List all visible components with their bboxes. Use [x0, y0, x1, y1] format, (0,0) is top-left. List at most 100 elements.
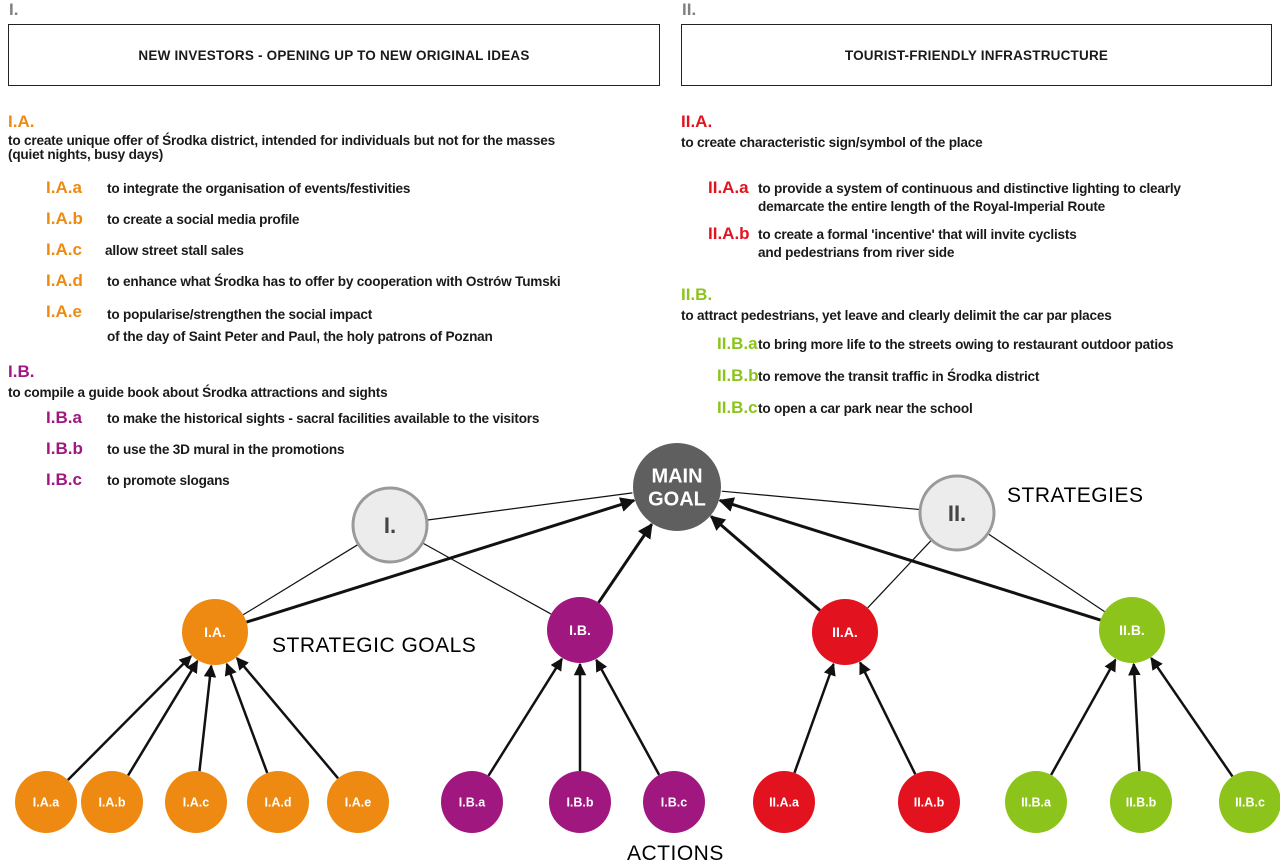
action-node-label: I.B.a [459, 796, 486, 810]
action-code: I.A.c [46, 240, 82, 259]
action-node-circle [1005, 771, 1067, 833]
strategy-ii-title: TOURIST-FRIENDLY INFRASTRUCTURE [844, 47, 1109, 63]
action-node-label: I.A.c [183, 796, 209, 810]
action-description: to create a formal 'incentive' that will… [758, 227, 1077, 260]
action-node: II.B.a [1005, 771, 1067, 833]
goal-code: I.B. [8, 362, 35, 381]
action-description: to remove the transit traffic in Środka … [758, 369, 1040, 384]
action-node-circle [81, 771, 143, 833]
arrow-action-to-goal [793, 662, 836, 774]
strategic-goal-node: I.B. [547, 597, 613, 663]
action-node-circle [753, 771, 815, 833]
action-node-label: I.B.b [566, 796, 593, 810]
action-node: I.B.b [549, 771, 611, 833]
action-node: II.A.a [753, 771, 815, 833]
action-description: to make the historical sights - sacral f… [107, 411, 540, 426]
action-node-circle [15, 771, 77, 833]
action-node-label: II.A.a [769, 796, 800, 810]
action-node-label: II.B.a [1021, 796, 1052, 810]
action-code: I.B.c [46, 470, 82, 489]
strategic-goal-node-circle [182, 599, 248, 665]
action-node-circle [643, 771, 705, 833]
action-node-label: I.A.a [33, 796, 60, 810]
strategy-node: I. [351, 486, 429, 564]
arrow-goal-to-main [246, 497, 636, 624]
action-code: I.A.d [46, 271, 83, 290]
arrow-action-to-goal [224, 662, 269, 774]
strategy-node: II. [918, 474, 996, 552]
action-code: I.A.a [46, 178, 82, 197]
strategic-goal-node-circle [547, 597, 613, 663]
edge-strategy-to-main [721, 490, 921, 511]
goal-description: to attract pedestrians, yet leave and cl… [681, 308, 1112, 323]
action-node: I.B.c [643, 771, 705, 833]
action-code: II.A.b [708, 224, 750, 243]
action-node-circle [1219, 771, 1280, 833]
strategic-goal-node-label: II.A. [832, 624, 858, 640]
action-code: I.A.b [46, 209, 83, 228]
action-description: to promote slogans [107, 473, 230, 488]
action-node-label: I.A.d [264, 796, 291, 810]
actions-label: ACTIONS [627, 842, 724, 862]
action-node-circle [898, 771, 960, 833]
action-node-circle [549, 771, 611, 833]
strategy-numeral-i: I. [9, 0, 19, 19]
strategy-i-title-box: NEW INVESTORS - OPENING UP TO NEW ORIGIN… [8, 24, 660, 86]
strategic-goal-node-label: II.B. [1119, 622, 1145, 638]
arrow-goal-to-main [718, 497, 1101, 622]
action-node: I.A.b [81, 771, 143, 833]
action-node-label: I.B.c [661, 796, 687, 810]
arrow-goal-to-main [709, 515, 821, 612]
strategic-goals-label: STRATEGIC GOALS [272, 634, 476, 657]
arrow-action-to-goal [235, 657, 340, 780]
strategic-goal-node-label: I.A. [204, 624, 226, 640]
arrow-goal-to-main [597, 522, 653, 604]
action-description: to enhance what Środka has to offer by c… [107, 274, 561, 289]
action-node: II.B.b [1110, 771, 1172, 833]
action-node-label: II.B.c [1235, 796, 1265, 810]
arrow-action-to-goal [487, 657, 563, 777]
strategy-numeral-ii: II. [682, 0, 697, 19]
arrow-action-to-goal [1050, 658, 1117, 776]
action-description: to provide a system of continuous and di… [758, 181, 1181, 214]
action-node-label: I.A.b [98, 796, 125, 810]
edge-goal-to-strategy [867, 540, 932, 609]
strategy-node-label: I. [384, 513, 396, 538]
goal-description: to compile a guide book about Środka att… [8, 385, 388, 400]
edge-goal-to-strategy [422, 542, 552, 615]
action-node-label: II.B.b [1126, 796, 1157, 810]
action-node: I.A.c [165, 771, 227, 833]
edge-goal-to-strategy [988, 533, 1105, 613]
strategic-goal-node-circle [812, 599, 878, 665]
action-node: I.A.d [247, 771, 309, 833]
action-description: to popularise/strengthen the social impa… [107, 307, 493, 344]
strategy-node-circle [918, 474, 996, 552]
action-node-circle [1110, 771, 1172, 833]
action-code: II.A.a [708, 178, 749, 197]
goal-code: II.B. [681, 285, 713, 304]
goal-code: II.A. [681, 112, 713, 131]
strategies-label: STRATEGIES [1007, 484, 1143, 507]
action-description: to create a social media profile [107, 212, 300, 227]
action-code: I.A.e [46, 302, 82, 321]
arrow-action-to-goal [66, 655, 192, 781]
main-goal-node-label: MAIN [651, 466, 702, 488]
edge-goal-to-strategy [242, 544, 358, 616]
action-node-label: II.A.b [914, 796, 945, 810]
strategic-goal-node-circle [1099, 597, 1165, 663]
goal-code: I.A. [8, 112, 35, 131]
arrow-action-to-goal [198, 664, 217, 772]
action-code: I.B.a [46, 408, 82, 427]
action-node: II.A.b [898, 771, 960, 833]
goal-description: to create characteristic sign/symbol of … [681, 135, 983, 150]
arrow-action-to-goal [1128, 662, 1141, 772]
action-code: II.B.c [717, 398, 758, 417]
action-code: II.B.b [717, 366, 759, 385]
action-node: I.B.a [441, 771, 503, 833]
action-node-label: I.A.e [345, 796, 371, 810]
action-node: I.A.a [15, 771, 77, 833]
action-code: II.B.a [717, 334, 758, 353]
strategic-goal-node: I.A. [182, 599, 248, 665]
